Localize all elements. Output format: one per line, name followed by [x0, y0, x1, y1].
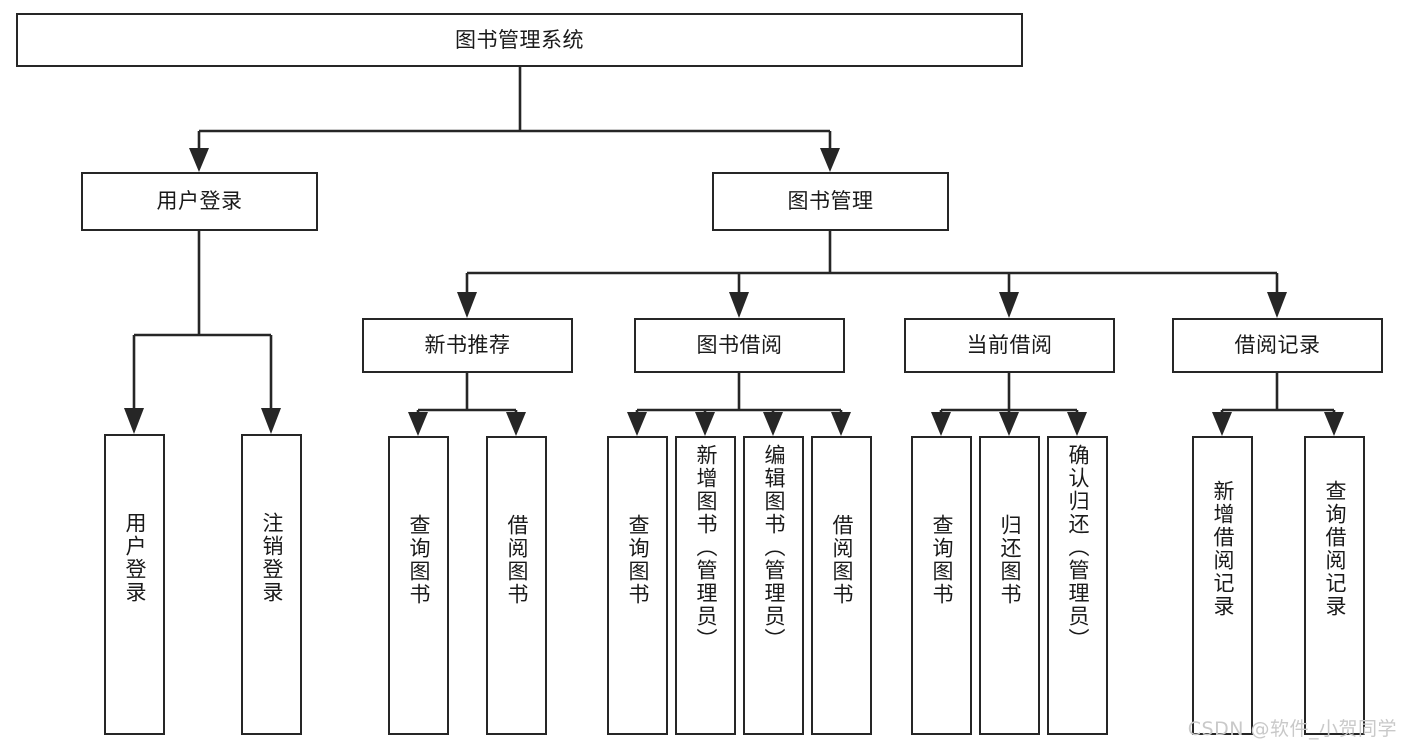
node-root[interactable]: 图书管理系统 [16, 13, 1023, 67]
leaf-book-borrow-add[interactable]: 新增图书（管理员） [675, 436, 736, 735]
leaf-borrow-record-add[interactable]: 新增借阅记录 [1192, 436, 1253, 735]
leaf-user-login-login[interactable]: 用户登录 [104, 434, 165, 735]
leaf-book-borrow-add-label: 新增图书（管理员） [694, 444, 718, 651]
node-new-book-recommend-label: 新书推荐 [424, 333, 511, 358]
leaf-book-borrow-borrow-label: 借阅图书 [830, 514, 854, 606]
leaf-current-borrow-confirm-label: 确认归还（管理员） [1066, 444, 1090, 651]
leaf-book-borrow-edit[interactable]: 编辑图书（管理员） [743, 436, 804, 735]
leaf-current-borrow-return-label: 归还图书 [998, 514, 1022, 606]
leaf-current-borrow-query[interactable]: 查询图书 [911, 436, 972, 735]
leaf-borrow-record-add-label: 新增借阅记录 [1211, 480, 1235, 618]
leaf-book-borrow-query-label: 查询图书 [626, 514, 650, 606]
leaf-book-borrow-query[interactable]: 查询图书 [607, 436, 668, 735]
leaf-borrow-record-query[interactable]: 查询借阅记录 [1304, 436, 1365, 735]
leaf-book-borrow-edit-label: 编辑图书（管理员） [762, 444, 786, 651]
node-book-borrow-label: 图书借阅 [696, 333, 783, 358]
leaf-user-login-logout-label: 注销登录 [260, 512, 284, 604]
node-book-management-label: 图书管理 [787, 189, 874, 214]
leaf-current-borrow-query-label: 查询图书 [930, 514, 954, 606]
node-current-borrow-label: 当前借阅 [966, 333, 1053, 358]
node-user-login[interactable]: 用户登录 [81, 172, 318, 231]
node-root-label: 图书管理系统 [455, 27, 584, 52]
node-current-borrow[interactable]: 当前借阅 [904, 318, 1115, 373]
leaf-new-book-borrow-label: 借阅图书 [505, 514, 529, 606]
node-book-borrow[interactable]: 图书借阅 [634, 318, 845, 373]
leaf-new-book-query-label: 查询图书 [407, 514, 431, 606]
leaf-new-book-borrow[interactable]: 借阅图书 [486, 436, 547, 735]
leaf-current-borrow-return[interactable]: 归还图书 [979, 436, 1040, 735]
node-borrow-record-label: 借阅记录 [1234, 333, 1321, 358]
node-user-login-label: 用户登录 [156, 189, 243, 214]
watermark-text: CSDN @软件_小贺同学 [1187, 718, 1397, 740]
node-new-book-recommend[interactable]: 新书推荐 [362, 318, 573, 373]
node-book-management[interactable]: 图书管理 [712, 172, 949, 231]
leaf-new-book-query[interactable]: 查询图书 [388, 436, 449, 735]
node-borrow-record[interactable]: 借阅记录 [1172, 318, 1383, 373]
leaf-book-borrow-borrow[interactable]: 借阅图书 [811, 436, 872, 735]
leaf-current-borrow-confirm[interactable]: 确认归还（管理员） [1047, 436, 1108, 735]
leaf-user-login-logout[interactable]: 注销登录 [241, 434, 302, 735]
leaf-borrow-record-query-label: 查询借阅记录 [1323, 480, 1347, 618]
leaf-user-login-login-label: 用户登录 [123, 512, 147, 604]
